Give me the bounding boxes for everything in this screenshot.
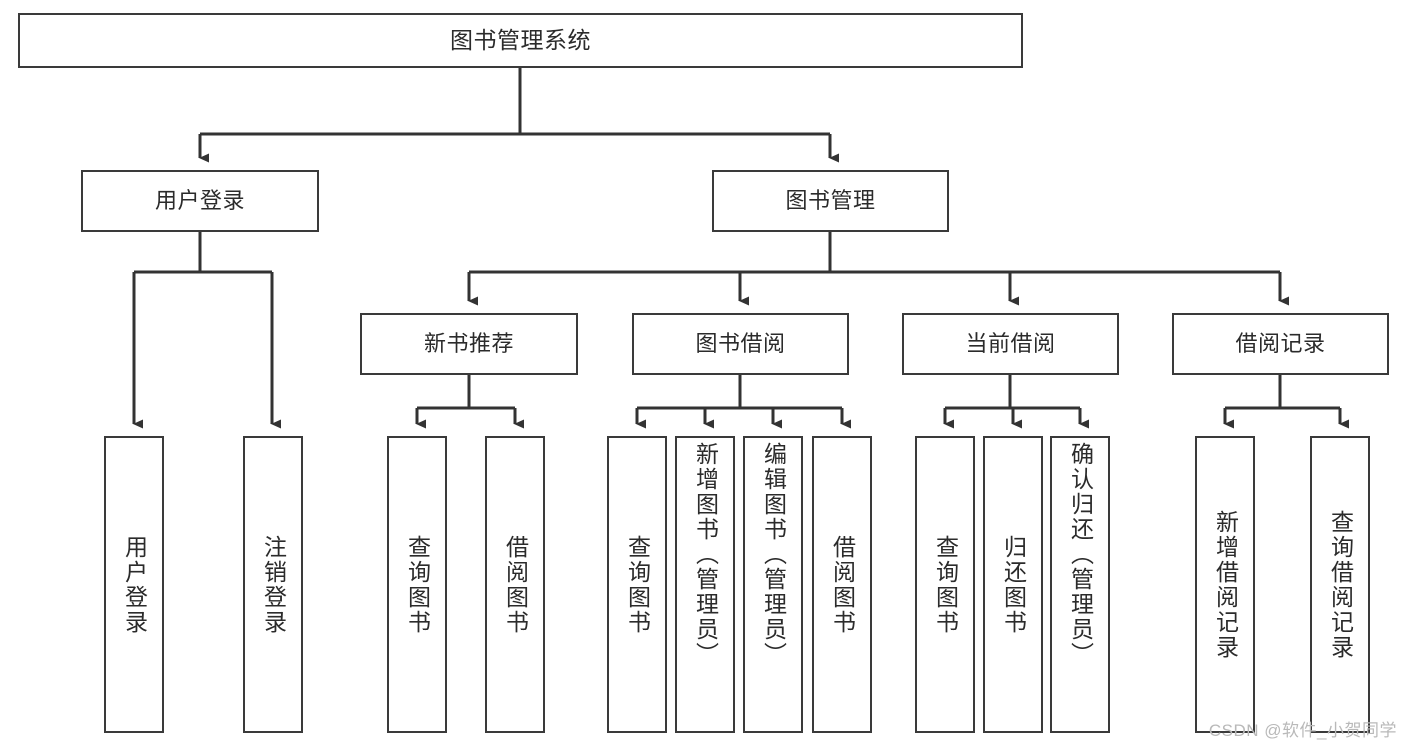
node-label: 查询图书 xyxy=(404,534,431,635)
node-label: 用户登录 xyxy=(154,188,245,214)
node-leaf-query-book-1[interactable]: 查询图书 xyxy=(387,436,447,733)
node-label: 用户登录 xyxy=(121,534,148,635)
node-leaf-confirm-return-admin[interactable]: 确认归还（管理员） xyxy=(1050,436,1110,733)
node-label: 借阅图书 xyxy=(829,534,856,635)
node-label: 图书管理系统 xyxy=(450,26,591,53)
node-borrow-record[interactable]: 借阅记录 xyxy=(1172,313,1389,375)
node-label: 注销登录 xyxy=(260,534,287,635)
node-label: 确认归还（管理员） xyxy=(1067,442,1094,667)
node-leaf-borrow-book-2[interactable]: 借阅图书 xyxy=(812,436,872,733)
node-leaf-query-book-3[interactable]: 查询图书 xyxy=(915,436,975,733)
node-label: 编辑图书（管理员） xyxy=(760,442,787,667)
node-leaf-return-book[interactable]: 归还图书 xyxy=(983,436,1043,733)
node-label: 新增借阅记录 xyxy=(1212,509,1239,660)
node-label: 图书借阅 xyxy=(695,331,786,357)
node-leaf-add-book-admin[interactable]: 新增图书（管理员） xyxy=(675,436,735,733)
node-label: 借阅图书 xyxy=(502,534,529,635)
node-book-borrow[interactable]: 图书借阅 xyxy=(632,313,849,375)
csdn-watermark: CSDN @软件_小贺同学 xyxy=(1208,721,1397,740)
node-current-borrow[interactable]: 当前借阅 xyxy=(902,313,1119,375)
node-book-manage[interactable]: 图书管理 xyxy=(712,170,949,232)
node-leaf-borrow-book-1[interactable]: 借阅图书 xyxy=(485,436,545,733)
node-label: 新增图书（管理员） xyxy=(692,442,719,667)
node-leaf-add-borrow-record[interactable]: 新增借阅记录 xyxy=(1195,436,1255,733)
node-label: 新书推荐 xyxy=(423,331,514,357)
node-leaf-logout-login[interactable]: 注销登录 xyxy=(243,436,303,733)
node-label: 借阅记录 xyxy=(1235,331,1326,357)
node-leaf-edit-book-admin[interactable]: 编辑图书（管理员） xyxy=(743,436,803,733)
node-label: 当前借阅 xyxy=(965,331,1056,357)
node-root-system[interactable]: 图书管理系统 xyxy=(18,13,1023,68)
node-label: 查询图书 xyxy=(932,534,959,635)
node-label: 查询图书 xyxy=(624,534,651,635)
node-leaf-query-borrow-record[interactable]: 查询借阅记录 xyxy=(1310,436,1370,733)
node-label: 查询借阅记录 xyxy=(1327,509,1354,660)
node-leaf-query-book-2[interactable]: 查询图书 xyxy=(607,436,667,733)
node-label: 图书管理 xyxy=(785,188,876,214)
node-new-book-recommend[interactable]: 新书推荐 xyxy=(360,313,578,375)
node-user-login[interactable]: 用户登录 xyxy=(81,170,319,232)
node-label: 归还图书 xyxy=(1000,534,1027,635)
node-leaf-user-login[interactable]: 用户登录 xyxy=(104,436,164,733)
